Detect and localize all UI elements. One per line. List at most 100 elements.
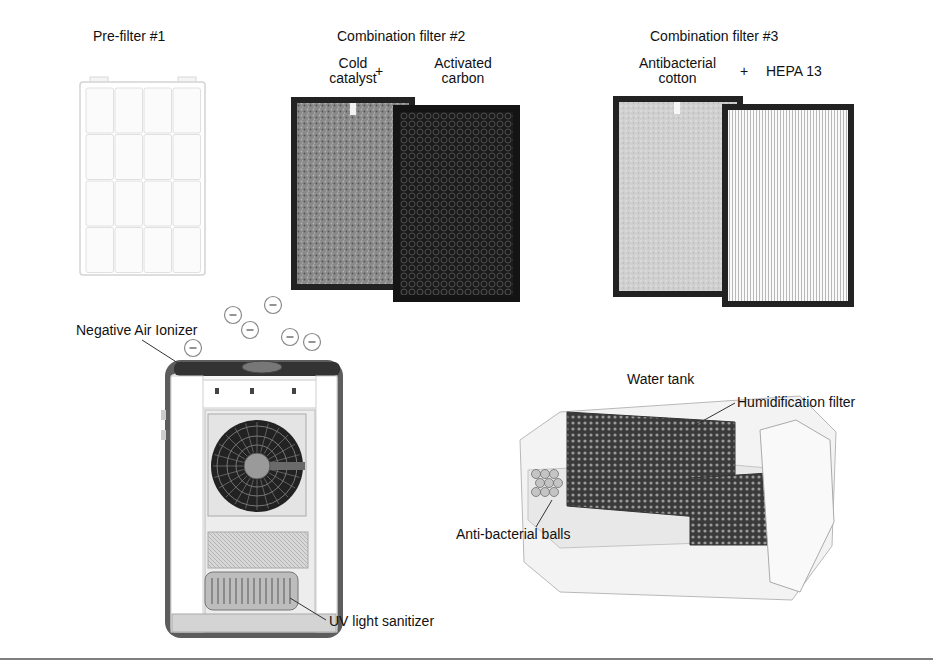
grid-cell	[115, 135, 143, 180]
fan-housing	[208, 414, 306, 516]
ball	[541, 470, 550, 479]
part-label: +	[740, 64, 748, 79]
part-label: Combination filter #3	[650, 29, 778, 44]
part-label: Humidification filter	[737, 395, 855, 410]
top-knob	[242, 361, 282, 373]
part-label: HEPA 13	[766, 64, 822, 79]
negative-ions	[185, 297, 321, 357]
ball	[545, 479, 554, 488]
ball	[554, 479, 563, 488]
vent-mark	[292, 388, 296, 394]
ion-circle	[265, 297, 282, 314]
part-label: Pre-filter #1	[93, 29, 165, 44]
water-tank	[520, 396, 836, 600]
filter-cavity	[205, 410, 315, 615]
unit-base	[172, 614, 336, 632]
uv-slat	[289, 578, 291, 604]
filter-frame	[393, 105, 520, 302]
uv-slat	[271, 578, 273, 604]
grid-cell	[86, 228, 114, 273]
uv-slat	[277, 578, 279, 604]
side-slot	[161, 410, 166, 420]
ion-circle	[282, 329, 299, 346]
ion-minus	[230, 314, 237, 315]
ball	[536, 479, 545, 488]
ball	[532, 470, 541, 479]
part-label: Combination filter #2	[337, 29, 465, 44]
uv-slat	[253, 578, 255, 604]
side-panel	[171, 376, 203, 632]
leader-line	[690, 403, 735, 428]
uv-slat	[283, 578, 285, 604]
filter-media	[400, 112, 513, 295]
anti-bacterial-balls	[532, 470, 563, 497]
part-label: +	[375, 64, 383, 79]
part-label: UV light sanitizer	[329, 614, 434, 629]
ion-minus	[287, 336, 294, 337]
fan-hub	[244, 453, 270, 479]
activated-carbon-filter	[393, 105, 520, 302]
ion-circle	[225, 307, 242, 324]
grid-cell	[86, 135, 114, 180]
filter-frame	[80, 82, 205, 275]
side-slot	[161, 430, 166, 440]
leader-line	[536, 500, 552, 527]
grid-cell	[115, 228, 143, 273]
ion-circle	[304, 334, 321, 351]
filter-tab	[350, 103, 356, 115]
uv-slat	[247, 578, 249, 604]
top-handle	[174, 362, 340, 376]
uv-slat	[211, 578, 213, 604]
pre-filter	[80, 77, 205, 275]
grid-cell	[115, 181, 143, 226]
uv-slat	[265, 578, 267, 604]
filter-media	[728, 110, 848, 301]
uv-slat	[259, 578, 261, 604]
uv-sanitizer	[205, 572, 298, 610]
part-label: Antibacterial cotton	[630, 56, 725, 86]
vent-mark	[215, 388, 219, 394]
ball	[550, 488, 559, 497]
part-label: Activated carbon	[425, 56, 501, 86]
grid-cell	[86, 181, 114, 226]
grid-cell	[173, 135, 201, 180]
ion-minus	[190, 347, 197, 348]
filter-tab	[674, 102, 680, 114]
hepa-filter	[722, 104, 854, 307]
ball	[532, 488, 541, 497]
filter-frame	[722, 104, 854, 307]
tank-end-cap	[760, 420, 834, 592]
lower-mesh	[208, 532, 308, 568]
grill-spoke	[269, 473, 295, 488]
filter-media	[619, 102, 737, 291]
filter-media	[297, 103, 409, 284]
ball	[550, 470, 559, 479]
unit-interior	[171, 374, 337, 632]
grid-cell	[173, 228, 201, 273]
grid-cell	[173, 88, 201, 133]
uv-slat	[235, 578, 237, 604]
part-label: Anti-bacterial balls	[456, 527, 570, 542]
ion-circle	[185, 340, 202, 357]
vent-mark	[250, 388, 254, 394]
uv-slat	[223, 578, 225, 604]
grid-cell	[86, 88, 114, 133]
ion-minus	[247, 329, 254, 330]
unit-shell	[165, 360, 343, 638]
grid-cell	[144, 181, 172, 226]
uv-slat	[241, 578, 243, 604]
ion-circle	[242, 322, 259, 339]
uv-slat	[229, 578, 231, 604]
uv-slat	[217, 578, 219, 604]
grid-cell	[144, 228, 172, 273]
part-label: Water tank	[627, 372, 694, 387]
side-panel	[316, 376, 337, 632]
purifier-unit	[161, 360, 343, 638]
grid-cell	[173, 181, 201, 226]
leader-line	[142, 340, 192, 372]
bottom-rule	[0, 658, 933, 660]
grill-spoke	[235, 478, 250, 504]
grid-cell	[115, 88, 143, 133]
leader-line	[290, 598, 326, 620]
